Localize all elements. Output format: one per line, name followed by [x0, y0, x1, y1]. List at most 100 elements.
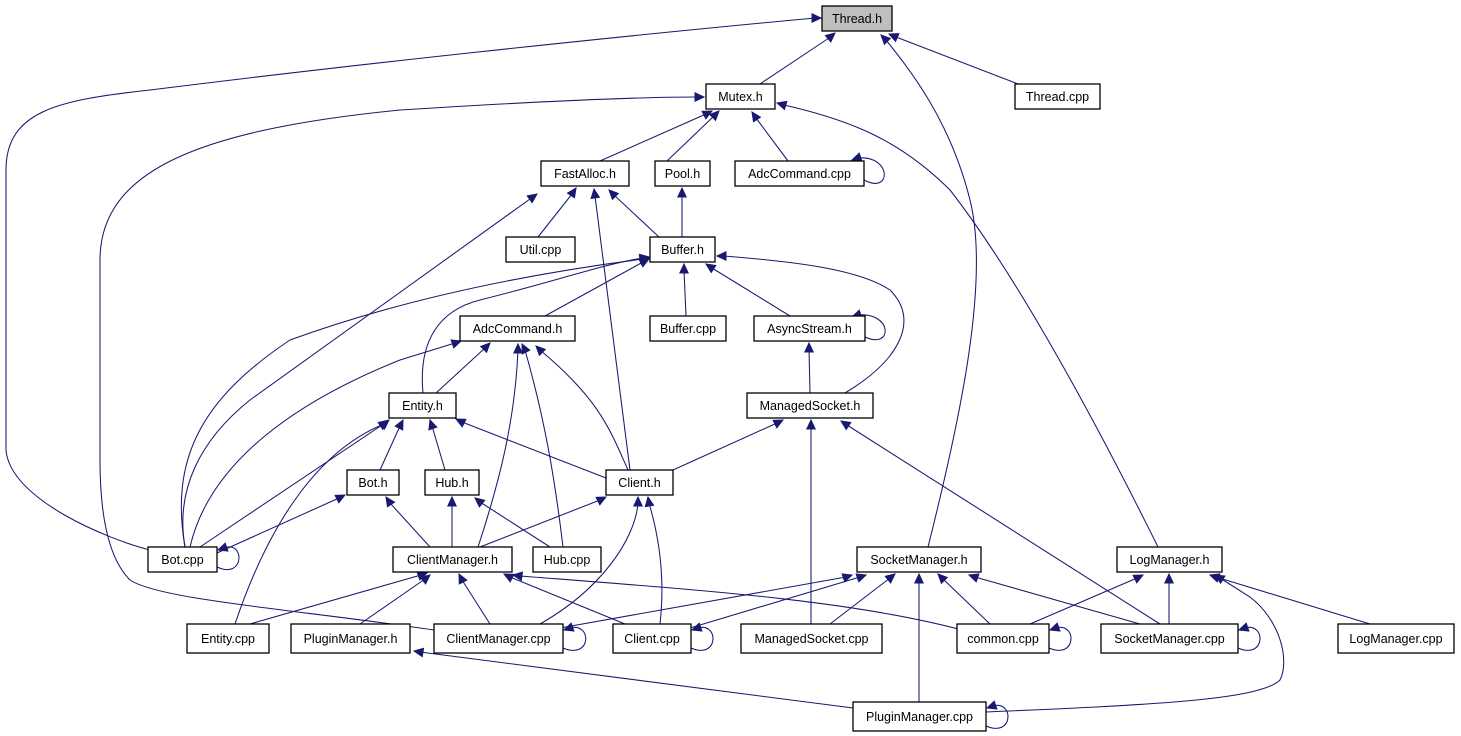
- node-entity-h[interactable]: Entity.h: [388, 392, 457, 419]
- edge-arrowhead: [705, 263, 717, 274]
- edge-arrowhead: [511, 571, 524, 582]
- node-buffer-h[interactable]: Buffer.h: [649, 236, 716, 263]
- edge-layer: [5, 13, 1371, 729]
- edge-line: [524, 349, 564, 548]
- edge-arrowhead: [914, 572, 924, 584]
- edge-arrowhead: [535, 345, 547, 357]
- edge-line: [1215, 576, 1371, 625]
- edge-arrowhead: [1213, 574, 1226, 585]
- edge-client-h-to-entity-h: [454, 418, 607, 479]
- node-label: AsyncStream.h: [767, 322, 852, 336]
- edge-pluginmanager-cpp-to-pluginmanager-cpp: [985, 700, 1009, 729]
- edge-line: [689, 576, 861, 629]
- node-logmanager-h[interactable]: LogManager.h: [1116, 546, 1223, 573]
- node-entity-cpp[interactable]: Entity.cpp: [186, 623, 270, 654]
- edge-hub-cpp-to-hub-h: [474, 497, 551, 548]
- edge-line: [99, 96, 698, 631]
- edge-arrowhead: [772, 419, 785, 429]
- node-adccommand-h[interactable]: AdcCommand.h: [459, 315, 576, 342]
- edge-buffer-h-to-pool-h: [677, 186, 687, 237]
- edge-line: [216, 546, 240, 570]
- edge-entity-h-to-adccommand-h: [435, 342, 491, 394]
- edge-line: [857, 157, 885, 184]
- edge-line: [216, 497, 340, 554]
- node-label: Hub.cpp: [544, 553, 591, 567]
- edge-arrowhead: [595, 496, 608, 506]
- edge-arrowhead: [679, 262, 689, 274]
- node-label: SocketManager.h: [870, 553, 967, 567]
- edge-line: [846, 424, 1161, 625]
- node-label: Buffer.cpp: [660, 322, 716, 336]
- edge-socketmanager-h-to-thread-h: [880, 34, 977, 548]
- node-client-cpp[interactable]: Client.cpp: [612, 623, 692, 654]
- edge-client-cpp-to-client-h: [644, 495, 663, 625]
- node-bot-h[interactable]: Bot.h: [346, 469, 400, 496]
- node-buffer-cpp[interactable]: Buffer.cpp: [649, 315, 727, 342]
- edge-arrowhead: [811, 13, 823, 23]
- node-socketmanager-h[interactable]: SocketManager.h: [856, 546, 982, 573]
- node-logmanager-cpp[interactable]: LogManager.cpp: [1337, 623, 1455, 654]
- edge-arrowhead: [884, 573, 896, 584]
- node-label: Util.cpp: [520, 243, 562, 257]
- edge-client-h-to-fastalloc-h: [590, 187, 631, 471]
- edge-line: [249, 574, 422, 625]
- node-fastalloc-h[interactable]: FastAlloc.h: [540, 160, 630, 187]
- edge-arrowhead: [708, 110, 720, 122]
- edge-line: [690, 626, 714, 651]
- node-hub-h[interactable]: Hub.h: [424, 469, 480, 496]
- node-asyncstream-h[interactable]: AsyncStream.h: [753, 315, 866, 342]
- edge-line: [974, 576, 1141, 625]
- edge-arrowhead: [880, 34, 892, 46]
- node-pluginmanager-h[interactable]: PluginManager.h: [290, 623, 411, 654]
- node-thread-cpp[interactable]: Thread.cpp: [1014, 83, 1101, 110]
- edge-arrowhead: [751, 111, 762, 123]
- edge-arrowhead: [855, 573, 868, 583]
- edge-entity-cpp-to-clientmanager-h: [249, 571, 429, 625]
- edge-line: [189, 342, 456, 548]
- node-label: Entity.cpp: [201, 632, 255, 646]
- edge-line: [594, 195, 631, 471]
- node-bot-cpp[interactable]: Bot.cpp: [147, 546, 218, 573]
- edge-line: [537, 193, 573, 238]
- node-adccommand-cpp[interactable]: AdcCommand.cpp: [734, 160, 865, 187]
- edge-arrowhead: [566, 187, 577, 199]
- edge-line: [359, 578, 426, 625]
- node-label: common.cpp: [967, 632, 1039, 646]
- edge-arrowhead: [644, 495, 655, 508]
- edge-line: [180, 258, 644, 548]
- node-managedsocket-cpp[interactable]: ManagedSocket.cpp: [740, 623, 883, 654]
- node-client-h[interactable]: Client.h: [605, 469, 674, 496]
- node-label: ClientManager.h: [407, 553, 498, 567]
- node-common-cpp[interactable]: common.cpp: [956, 623, 1050, 654]
- edge-arrowhead: [775, 100, 788, 111]
- edge-managedsocket-h-to-buffer-h: [715, 251, 905, 394]
- node-util-cpp[interactable]: Util.cpp: [505, 236, 576, 263]
- edge-line: [461, 421, 607, 479]
- edge-arrowhead: [562, 622, 575, 632]
- node-managedsocket-h[interactable]: ManagedSocket.h: [746, 392, 874, 419]
- edge-arrowhead: [937, 573, 949, 585]
- edge-line: [5, 17, 816, 551]
- node-pool-h[interactable]: Pool.h: [654, 160, 711, 187]
- edge-fastalloc-h-to-mutex-h: [599, 110, 714, 162]
- edge-hub-cpp-to-adccommand-h: [521, 342, 564, 548]
- edge-line: [479, 499, 601, 548]
- node-socketmanager-cpp[interactable]: SocketManager.cpp: [1100, 623, 1239, 654]
- edge-common-cpp-to-common-cpp: [1048, 622, 1072, 651]
- node-label: Thread.h: [832, 12, 882, 26]
- edge-clientmanager-h-to-bot-h: [385, 496, 431, 548]
- edge-bot-cpp-to-fastalloc-h: [182, 193, 538, 548]
- edge-arrowhead: [513, 342, 523, 354]
- node-clientmanager-h[interactable]: ClientManager.h: [392, 546, 513, 573]
- node-label: Hub.h: [435, 476, 468, 490]
- node-mutex-h[interactable]: Mutex.h: [705, 83, 776, 110]
- node-thread-h[interactable]: Thread.h: [821, 5, 893, 32]
- edge-arrowhead: [638, 254, 651, 265]
- edge-managedsocket-h-to-asyncstream-h: [804, 341, 814, 394]
- edge-arrowhead: [412, 647, 425, 658]
- node-clientmanager-cpp[interactable]: ClientManager.cpp: [433, 623, 564, 654]
- edge-bot-cpp-to-buffer-h: [180, 254, 651, 548]
- edge-line: [783, 104, 1159, 548]
- node-hub-cpp[interactable]: Hub.cpp: [532, 546, 602, 573]
- node-pluginmanager-cpp[interactable]: PluginManager.cpp: [852, 701, 987, 732]
